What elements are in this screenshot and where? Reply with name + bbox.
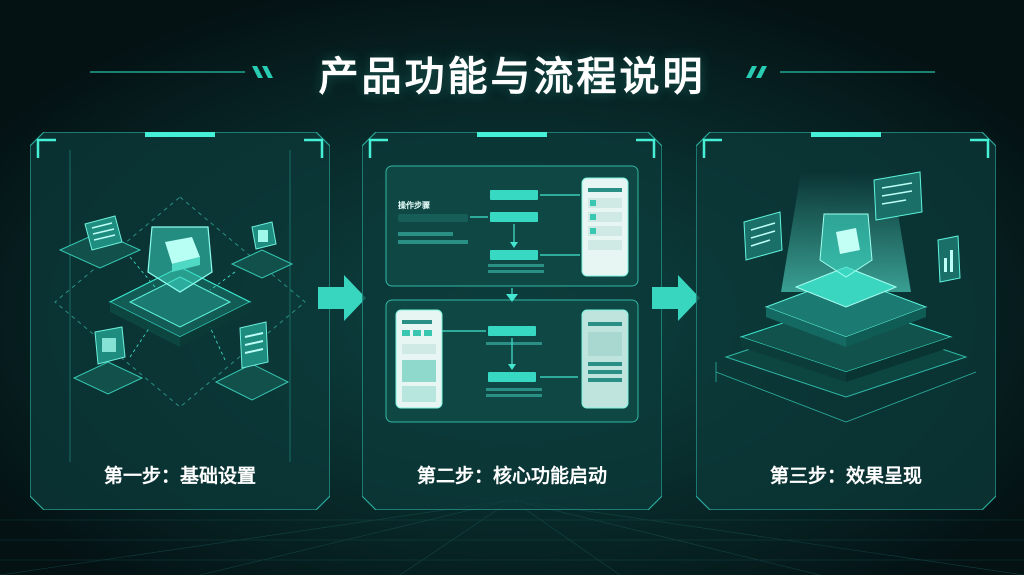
phone-mockup-icon <box>581 309 629 409</box>
panel-1-graphic <box>30 132 330 510</box>
document-icon <box>58 215 142 269</box>
step-1-label: 第一步：基础设置 <box>103 465 256 487</box>
page-title: 产品功能与流程说明 <box>318 54 706 100</box>
document-card-icon <box>743 211 783 261</box>
arrow-right-icon <box>652 275 700 321</box>
step-2-label: 第二步：核心功能启动 <box>416 465 607 487</box>
step-panel-1: 第一步：基础设置 <box>30 132 330 510</box>
box-icon <box>230 221 294 279</box>
server-icon <box>214 321 290 401</box>
step-panel-3: 第三步：效果呈现 <box>696 132 996 510</box>
chart-card-icon <box>937 235 961 283</box>
central-platform-icon <box>108 226 252 347</box>
phone-mockup-icon <box>581 177 629 277</box>
step-panel-2: 操作步骤 第二步：核心功能启动 <box>362 132 662 510</box>
phone-mockup-icon <box>395 309 443 409</box>
title-container: 产品功能与流程说明 <box>0 38 1024 108</box>
cube-icon <box>72 326 144 395</box>
chat-card-icon <box>873 171 923 221</box>
arrow-right-icon <box>318 275 366 321</box>
flow-panel-title: 操作步骤 <box>398 201 430 210</box>
layered-platform-icon <box>724 213 968 398</box>
panel-3-graphic <box>696 132 996 510</box>
panel-2-graphic <box>362 132 662 510</box>
step-3-label: 第三步：效果呈现 <box>769 465 922 487</box>
